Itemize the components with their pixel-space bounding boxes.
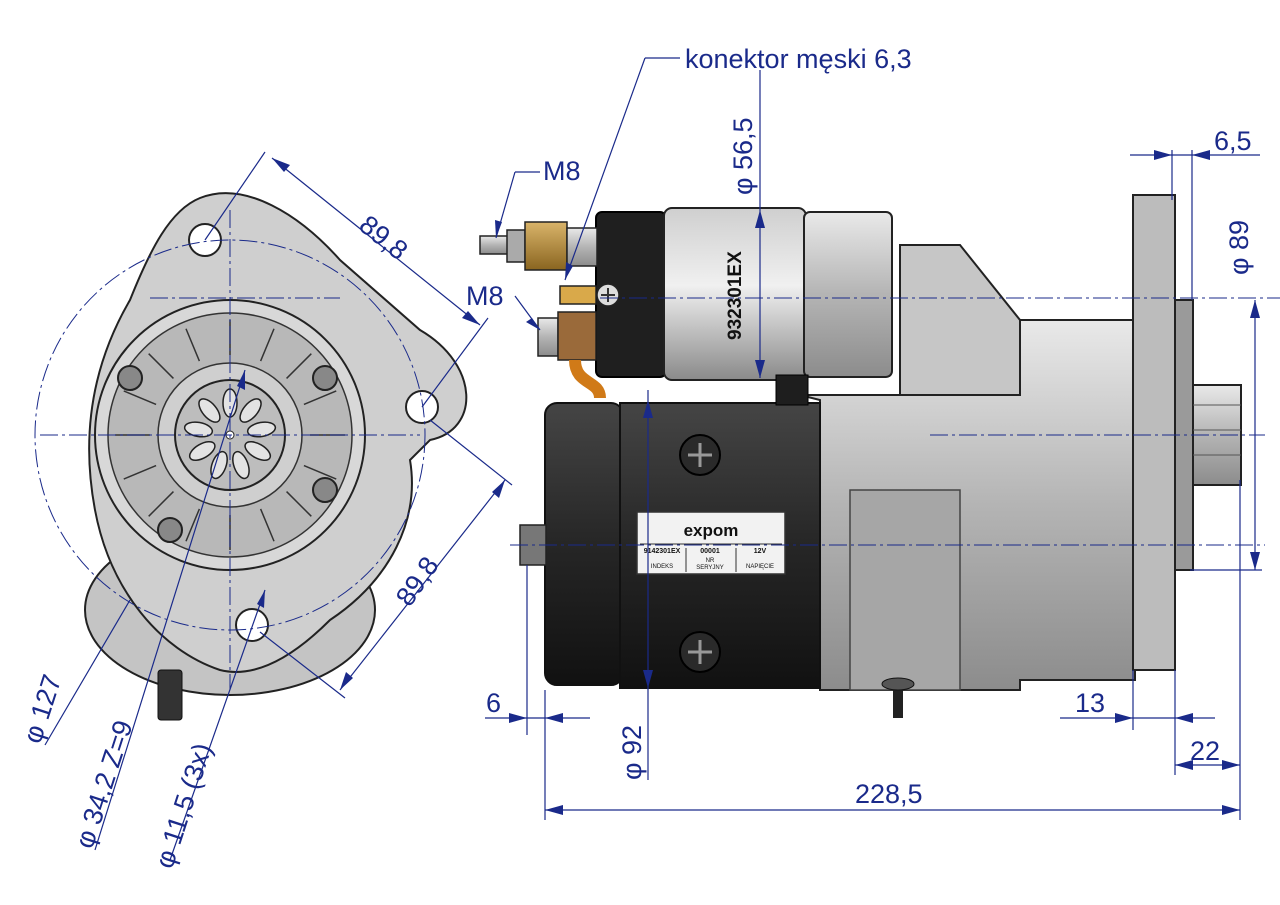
dim-solenoid-diameter: φ 56,5 — [728, 117, 758, 195]
rib-line — [259, 328, 275, 362]
terminal-stud — [157, 669, 183, 721]
dim-pinion-length: 22 — [1190, 736, 1220, 766]
rib-line — [123, 390, 157, 406]
gear-tooth — [198, 398, 221, 423]
dim-bolt-circle: φ 127 — [17, 671, 67, 747]
bolt-circle-line — [34, 239, 426, 631]
side-flange — [1132, 194, 1176, 671]
serial-label-bottom: SERYJNY — [696, 565, 724, 571]
m8-terminal-bottom — [537, 317, 559, 357]
screw-icon — [312, 477, 338, 503]
gear-tooth — [210, 450, 228, 480]
dim-pinion-diameter: φ 89 — [1224, 220, 1254, 275]
index-label: INDEKS — [651, 564, 673, 570]
connector-spade — [559, 285, 597, 305]
voltage-label: NAPIĘCIE — [746, 564, 774, 570]
dim-connector-label: konektor męski 6,3 — [685, 44, 912, 74]
rib-line — [185, 508, 201, 542]
front-view: 89,8 89,8 φ 127 φ 34,2 Z=9 φ 11,5 (3x) — [17, 151, 513, 872]
screw-icon — [157, 517, 183, 543]
dim-flange-to-pinion: 13 — [1075, 688, 1105, 718]
gear-tooth — [183, 421, 214, 438]
gear-tooth — [239, 398, 262, 423]
dim-overall-length: 228,5 — [855, 779, 923, 809]
voltage-value: 12V — [754, 548, 767, 555]
gear-tooth — [188, 440, 216, 462]
rib-line — [148, 491, 174, 517]
rib-line — [123, 464, 157, 480]
side-view: expom 9142301EX INDEKS 00001 NR SERYJNY … — [466, 44, 1280, 820]
rib-line — [259, 508, 275, 542]
motor-end-cap — [544, 402, 624, 686]
dim-m8-bottom: M8 — [466, 281, 504, 311]
gear-tooth — [246, 421, 277, 438]
rib-line — [303, 390, 337, 406]
dim-pinion: φ 34,2 Z=9 — [69, 717, 138, 852]
dim-bolt-spacing-top: 89,8 — [354, 210, 414, 266]
dim-bolt-spacing-right: 89,8 — [390, 551, 445, 611]
screw-icon — [312, 365, 338, 391]
solenoid: 932301EX — [595, 207, 893, 406]
gear-tooth — [244, 440, 272, 462]
rib-line — [185, 328, 201, 362]
dim-m8-top: M8 — [543, 156, 581, 186]
dim-flange-thickness: 6,5 — [1214, 126, 1252, 156]
brand-logo: expom — [684, 521, 739, 540]
gear-tooth — [232, 450, 250, 480]
rib-line — [148, 353, 174, 379]
serial-value: 00001 — [700, 548, 720, 555]
bolt-hole-bottom — [235, 608, 269, 642]
m8-terminal-top — [479, 235, 511, 255]
dim-hole: φ 11,5 (3x) — [149, 739, 218, 871]
pinion-gear — [183, 388, 277, 480]
rib-line — [286, 353, 312, 379]
copper-strap — [569, 359, 606, 399]
rib-line — [286, 491, 312, 517]
screw-icon — [117, 365, 143, 391]
dim-motor-diameter: φ 92 — [617, 725, 647, 780]
serial-label-top: NR — [706, 558, 715, 564]
index-value: 9142301EX — [644, 548, 681, 555]
name-plate: expom 9142301EX INDEKS 00001 NR SERYJNY … — [636, 511, 786, 575]
solenoid-marking: 932301EX — [725, 251, 746, 340]
dim-rear-offset: 6 — [486, 688, 501, 718]
rib-line — [303, 464, 337, 480]
